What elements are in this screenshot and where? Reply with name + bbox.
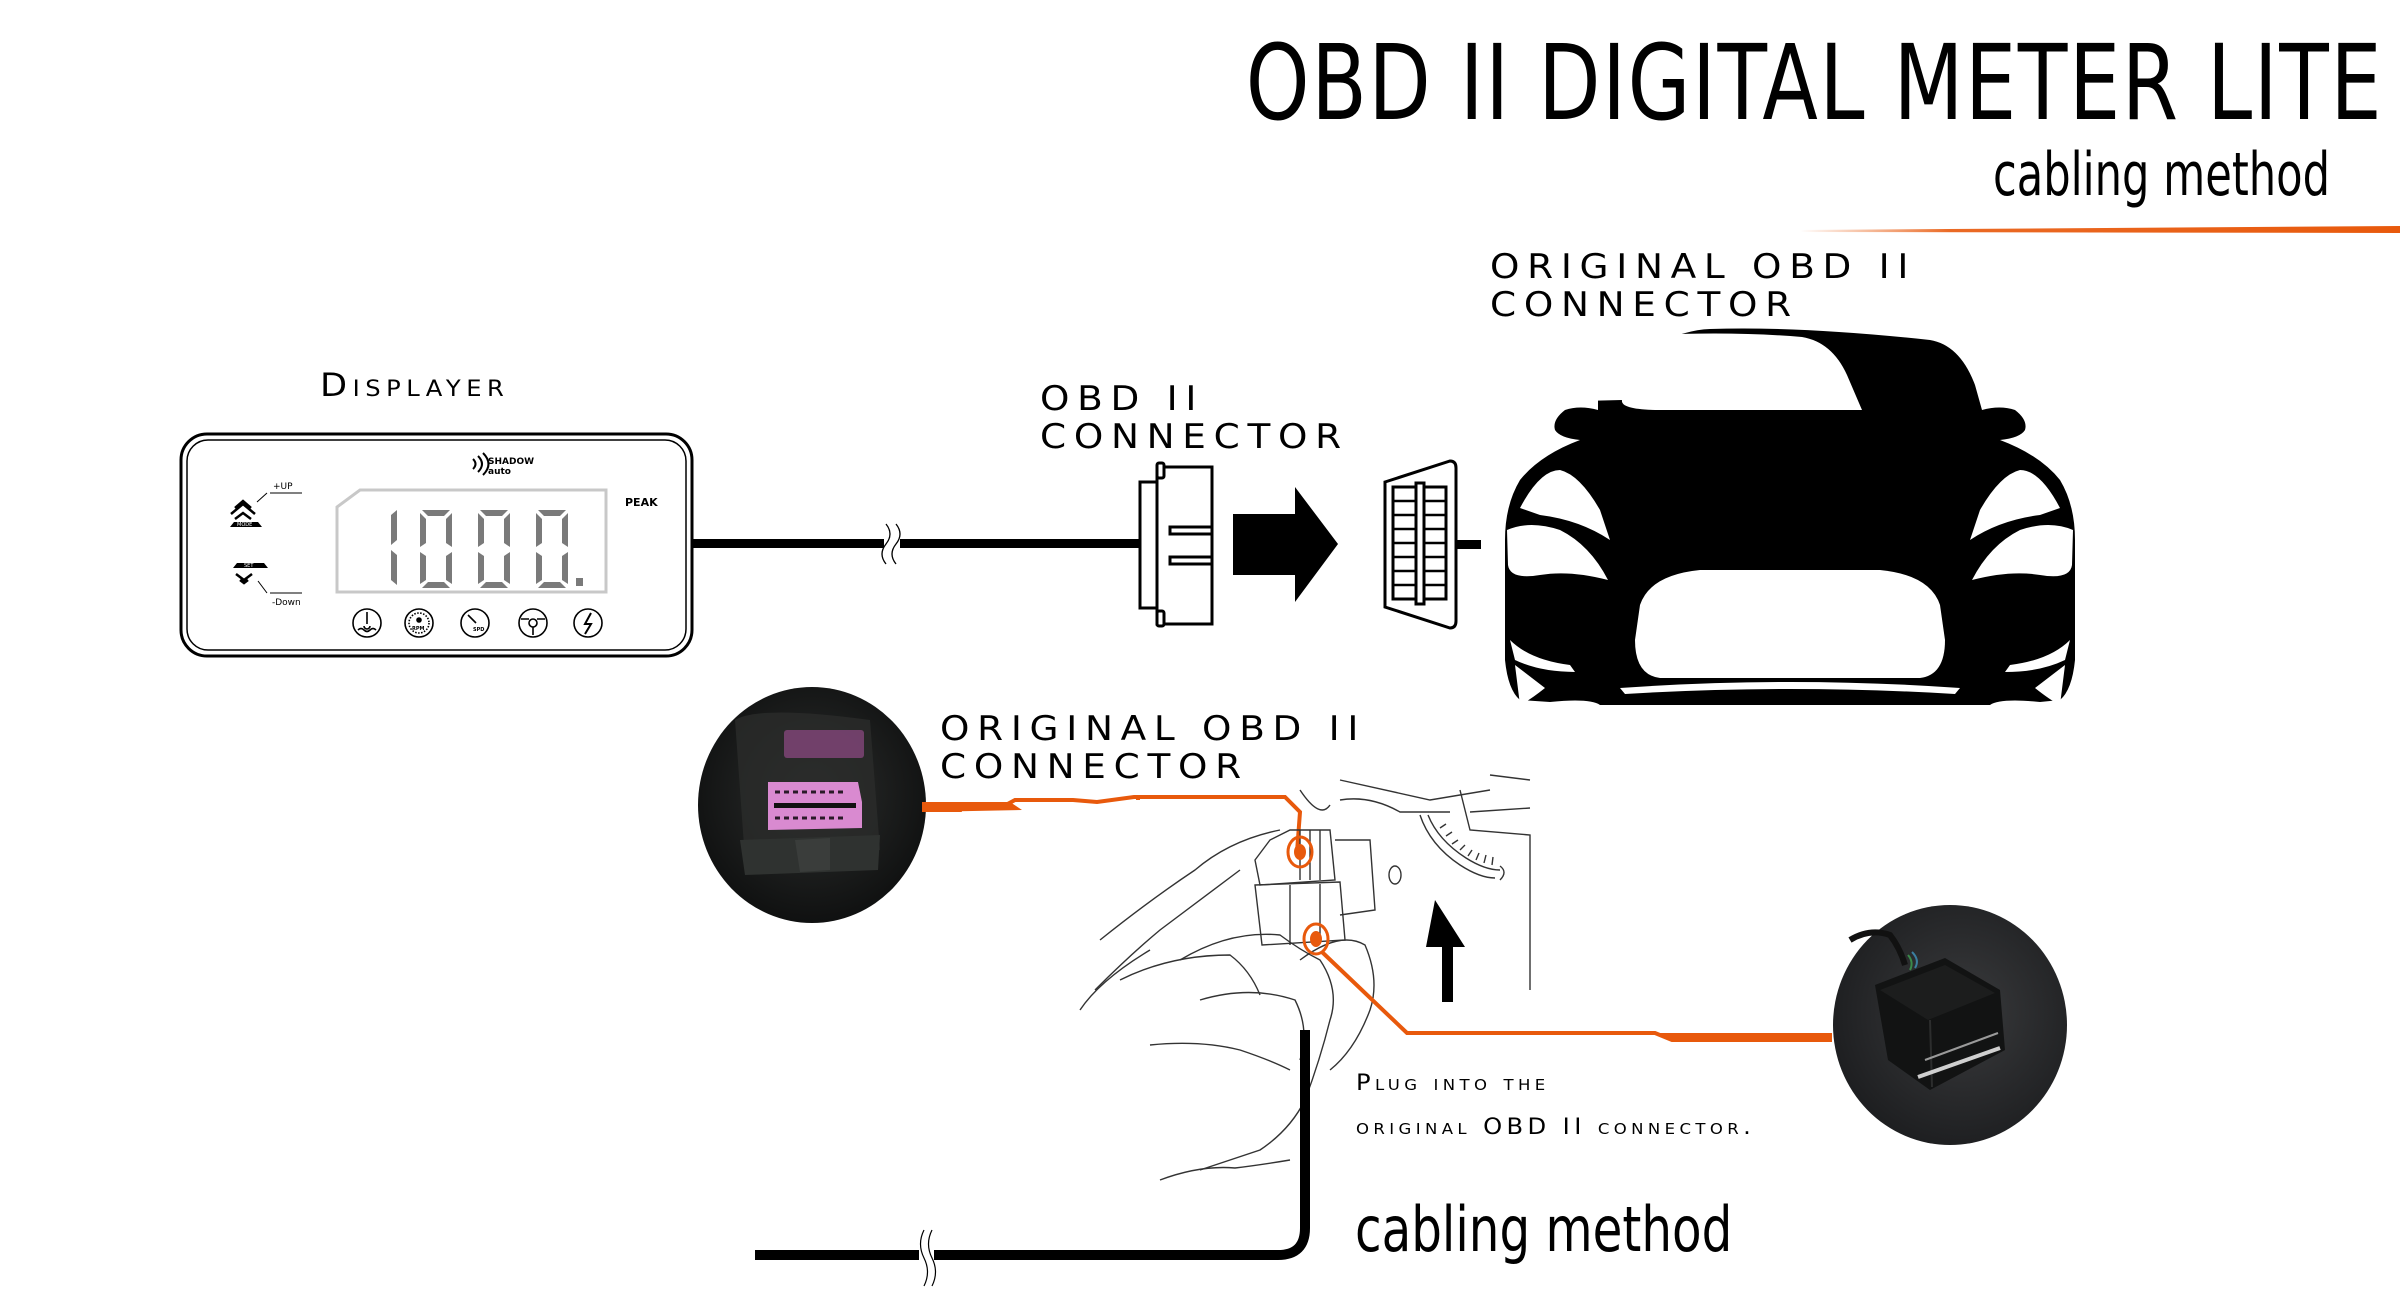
cable-break-mark-top <box>881 523 901 565</box>
original-obd-label-mid-line1: ORIGINAL OBD II <box>940 709 1367 749</box>
chevron-down-icon <box>235 573 253 585</box>
lcd-decimal-point <box>576 578 583 586</box>
page-title: OBD II DIGITAL METER LITE <box>1245 22 2384 144</box>
cable-break-mark-bottom <box>919 1229 937 1287</box>
right-arrow-icon <box>1233 487 1338 602</box>
down-leader-line <box>257 580 268 594</box>
cable-bottom <box>755 1030 1310 1260</box>
peak-label: PEAK <box>625 496 658 509</box>
plug-instruction-line2: original OBD II connector. <box>1356 1115 1756 1140</box>
brand-line2: auto <box>488 467 511 477</box>
plug-photo <box>1833 905 2067 1145</box>
lcd-digits <box>391 510 583 588</box>
leader-line-plug-bar <box>1658 1033 1832 1042</box>
brand-line1: SHADOW <box>488 457 534 467</box>
connection-point-bottom <box>1302 922 1330 956</box>
chevron-up-icon <box>230 499 256 520</box>
original-obd-label-mid-line2: CONNECTOR <box>940 747 1249 787</box>
rpm-text: RPM <box>412 626 425 632</box>
meter-inner-frame <box>186 439 687 651</box>
mode-tag <box>230 522 262 527</box>
leader-line-plug <box>1320 950 1832 1042</box>
mode-label: MODE <box>237 522 252 528</box>
leader-thick <box>922 802 1022 812</box>
connection-point-top <box>1286 835 1314 869</box>
set-label: SET <box>244 563 254 569</box>
up-leader-line <box>256 492 268 503</box>
bottom-caption: cabling method <box>1355 1193 1733 1266</box>
original-obd-label-top: ORIGINAL OBD II CONNECTOR <box>1490 248 1916 324</box>
brand-waves-icon <box>472 452 490 476</box>
displayer-label: Displayer <box>320 366 510 404</box>
obd-connector-label: OBD II CONNECTOR <box>1040 380 1349 456</box>
cable-top <box>692 539 1144 548</box>
original-obd-label-top-line1: ORIGINAL OBD II <box>1490 247 1917 287</box>
down-label: -Down <box>272 598 301 608</box>
coolant-temp-icon <box>352 608 382 638</box>
speed-icon: SPD <box>460 608 490 638</box>
lcd-digit-0a <box>420 510 452 588</box>
gauge-icon-row: RPM SPD <box>352 608 603 638</box>
up-arrow-icon <box>1426 900 1465 1002</box>
page-subtitle: cabling method <box>1992 140 2330 210</box>
lcd-digit-0c <box>536 510 568 588</box>
shadow-auto-logo: SHADOW auto <box>472 452 534 477</box>
mode-up-button[interactable]: MODE +UP <box>230 482 302 528</box>
spd-text: SPD <box>473 627 484 633</box>
lcd-digit-1 <box>391 510 397 585</box>
lcd-digit-0b <box>478 510 510 588</box>
plug-instruction: Plug into the original OBD II connector. <box>1356 1062 1755 1150</box>
original-connector-photo <box>698 687 926 923</box>
obd-female-port-icon <box>1383 459 1458 630</box>
pink-obd-port-icon <box>768 782 862 830</box>
obd-connector-label-line1: OBD II <box>1040 379 1205 419</box>
car-front-silhouette-icon <box>1505 328 2075 705</box>
set-down-button[interactable]: SET -Down <box>233 563 302 608</box>
set-tag <box>233 563 268 568</box>
port-to-car-cable <box>1456 540 1481 549</box>
original-obd-label-mid: ORIGINAL OBD II CONNECTOR <box>940 710 1366 786</box>
obd-male-connector-icon <box>1138 461 1214 628</box>
title-accent-line <box>1800 226 2400 233</box>
up-label: +UP <box>273 482 293 492</box>
displayer-unit: SHADOW auto PEAK MODE +UP SET -Down <box>179 432 694 658</box>
plug-instruction-line1: Plug into the <box>1356 1071 1550 1096</box>
obd-connector-label-line2: CONNECTOR <box>1040 417 1349 457</box>
throttle-icon <box>518 608 548 638</box>
hand-connector-illustration <box>1079 774 1531 1181</box>
original-obd-label-top-line2: CONNECTOR <box>1490 285 1799 325</box>
rpm-icon: RPM <box>404 608 434 638</box>
voltage-icon <box>573 608 603 638</box>
